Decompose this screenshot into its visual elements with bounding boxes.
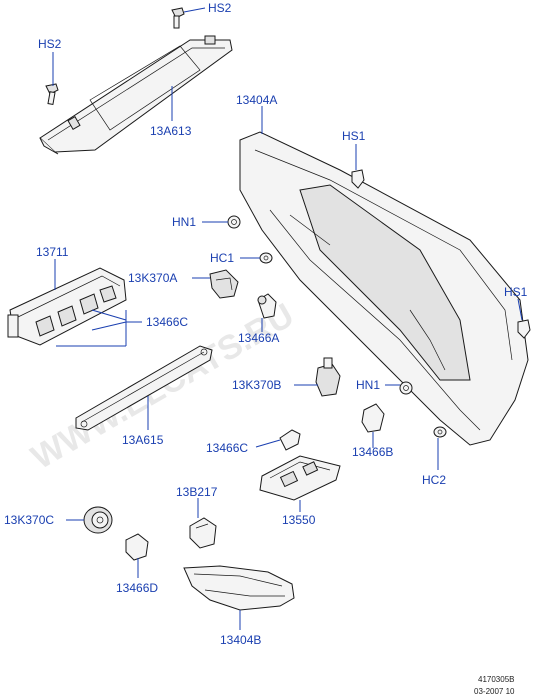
part-13466c-bulb bbox=[279, 429, 301, 451]
part-13466d bbox=[125, 533, 149, 561]
label-13404b: 13404B bbox=[220, 633, 261, 647]
part-13b217 bbox=[189, 517, 217, 549]
part-hc2 bbox=[433, 426, 447, 438]
part-13k370c bbox=[83, 506, 113, 534]
label-13k370c: 13K370C bbox=[4, 513, 54, 527]
label-13466d: 13466D bbox=[116, 581, 158, 595]
label-hn1-left: HN1 bbox=[172, 215, 196, 229]
part-hc1 bbox=[259, 252, 273, 264]
leader-lines bbox=[52, 7, 523, 630]
label-13a613: 13A613 bbox=[150, 124, 192, 138]
label-hc1: HC1 bbox=[210, 251, 234, 265]
part-hs1-right bbox=[517, 319, 531, 339]
part-13a613 bbox=[39, 35, 233, 155]
label-13404a: 13404A bbox=[236, 93, 277, 107]
part-13k370b bbox=[315, 357, 341, 397]
part-13711 bbox=[7, 267, 127, 346]
label-13a615: 13A615 bbox=[122, 433, 164, 447]
label-13466c: 13466C bbox=[146, 315, 188, 329]
part-13404b bbox=[183, 565, 295, 611]
label-hn1-right: HN1 bbox=[356, 378, 380, 392]
label-hs2-top: HS2 bbox=[208, 1, 232, 15]
label-13k370a: 13K370A bbox=[128, 271, 177, 285]
part-13466b bbox=[361, 403, 385, 433]
part-hn1-left bbox=[227, 215, 241, 229]
part-hs2-top bbox=[171, 7, 185, 29]
footer-date: 03-2007 10 bbox=[474, 687, 515, 696]
label-13550: 13550 bbox=[282, 513, 316, 527]
part-13550 bbox=[259, 455, 341, 501]
label-13466b: 13466B bbox=[352, 445, 393, 459]
label-13711: 13711 bbox=[36, 245, 69, 259]
part-13466a bbox=[257, 293, 277, 319]
footer-code: 4170305B bbox=[478, 675, 514, 684]
label-13466c-bulb: 13466C bbox=[206, 441, 248, 455]
part-hs1-top bbox=[351, 169, 365, 189]
part-hs2-left bbox=[45, 83, 59, 106]
label-13b217: 13B217 bbox=[176, 485, 218, 499]
part-13k370a bbox=[209, 269, 239, 299]
part-13a615 bbox=[75, 345, 213, 431]
part-hn1-right bbox=[399, 381, 413, 395]
part-13404a bbox=[239, 131, 529, 446]
label-hs1-top: HS1 bbox=[342, 129, 366, 143]
label-hs1-right: HS1 bbox=[504, 285, 528, 299]
label-13k370b: 13K370B bbox=[232, 378, 281, 392]
label-hc2: HC2 bbox=[422, 473, 446, 487]
label-hs2-left: HS2 bbox=[38, 37, 62, 51]
label-13466a: 13466A bbox=[238, 331, 279, 345]
